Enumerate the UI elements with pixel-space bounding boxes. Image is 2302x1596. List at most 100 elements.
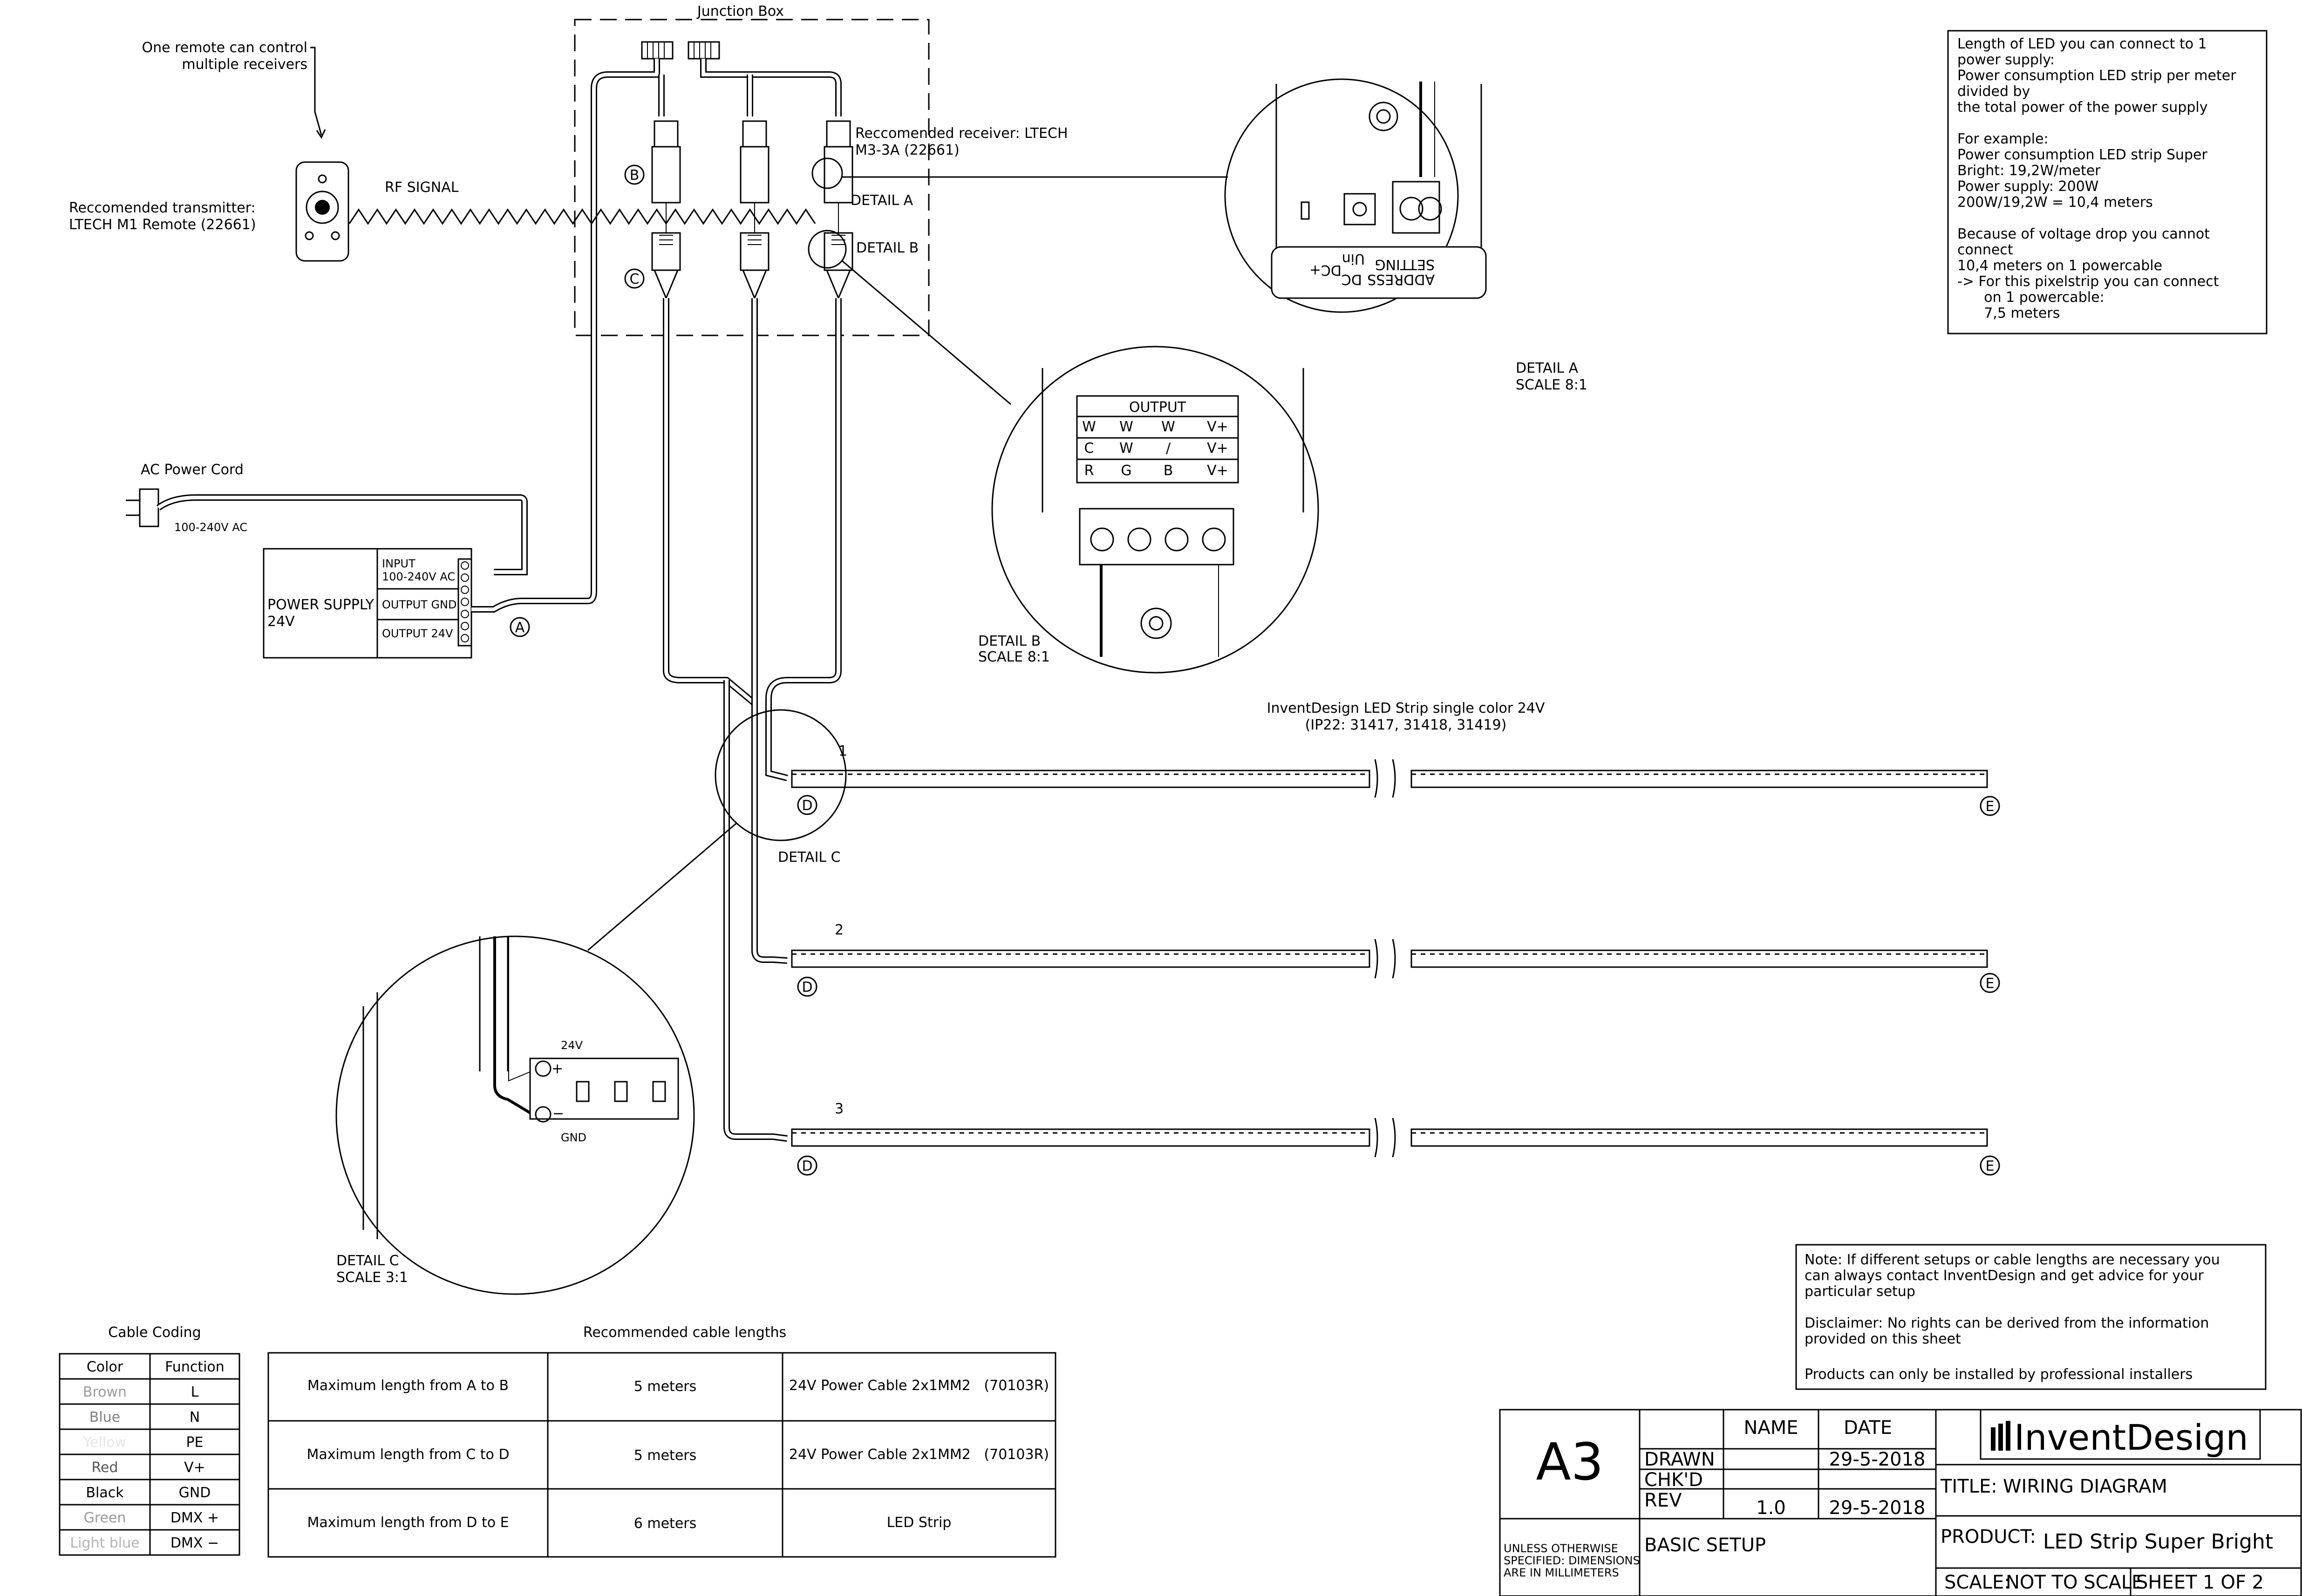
svg-text:7,5 meters: 7,5 meters <box>1957 305 2060 321</box>
remote-note-line1: One remote can control <box>142 40 307 56</box>
power-supply-line2: 24V <box>267 614 295 630</box>
cable-coding-table: Cable Coding Color Function Brown L Blue… <box>59 1324 240 1556</box>
title-block-scale: NOT TO SCALE <box>2006 1572 2143 1593</box>
led-strips: InventDesign LED Strip single color 24V … <box>791 700 2000 1176</box>
detail-c-scale: SCALE 3:1 <box>336 1269 408 1286</box>
junction-box-title: Junction Box <box>696 3 784 20</box>
cable-function-gnd: GND <box>179 1485 211 1501</box>
title-block-drawn-date: 29-5-2018 <box>1829 1449 1925 1470</box>
cable-length-type-c-d: 24V Power Cable 2x1MM2 (70103R) <box>789 1446 1049 1463</box>
cable-length-value-a-b: 5 meters <box>634 1378 697 1395</box>
detail-a-vin: Uin <box>1342 251 1365 267</box>
marker-e-2: E <box>1986 975 1995 992</box>
junction-box: Junction Box <box>574 3 1068 671</box>
svg-text:V+: V+ <box>1207 463 1228 479</box>
ac-power-label: AC Power Cord <box>141 462 244 478</box>
remote-note-line2: multiple receivers <box>182 56 307 73</box>
svg-text:provided on this sheet: provided on this sheet <box>1805 1331 1961 1347</box>
cable-lengths-table: Recommended cable lengths Maximum length… <box>267 1324 1056 1558</box>
svg-text:W: W <box>1119 419 1133 435</box>
title-block-product: LED Strip Super Bright <box>2043 1530 2273 1554</box>
cable-color-brown: Brown <box>83 1384 127 1400</box>
svg-text:W: W <box>1082 419 1096 435</box>
cable-function-dmx-minus: DMX − <box>170 1535 219 1551</box>
detail-c-gnd: GND <box>561 1131 586 1144</box>
note-box: Note: If different setups or cable lengt… <box>1795 1244 2267 1390</box>
svg-text:Power consumption LED strip Su: Power consumption LED strip Super <box>1957 147 2208 163</box>
marker-e-3: E <box>1986 1158 1995 1174</box>
power-supply-out-gnd: OUTPUT GND <box>382 598 456 611</box>
strip-cables <box>663 670 842 1142</box>
transmitter-line1: Reccomended transmitter: <box>69 200 256 216</box>
detail-a-address: ADDRESS <box>1367 271 1435 287</box>
svg-text:-> For this pixelstrip you can: -> For this pixelstrip you can connect <box>1957 273 2219 290</box>
svg-text:on 1 powercable:: on 1 powercable: <box>1957 289 2104 306</box>
transmitter-line2: LTECH M1 Remote (22661) <box>69 217 256 233</box>
power-supply-input2: 100-240V AC <box>382 570 455 583</box>
cable-length-desc-a-b: Maximum length from A to B <box>307 1378 509 1394</box>
svg-text:power supply:: power supply: <box>1957 52 2055 68</box>
marker-e-1: E <box>1986 798 1995 815</box>
svg-text:W: W <box>1161 419 1175 435</box>
power-supply: POWER SUPPLY 24V INPUT 100-240V AC OUTPU… <box>263 335 597 659</box>
cable-lengths-title: Recommended cable lengths <box>583 1324 786 1341</box>
title-block-setup: BASIC SETUP <box>1644 1535 1766 1556</box>
svg-text:connect: connect <box>1957 242 2013 258</box>
led-strip-3: 3 D E <box>791 1101 2000 1176</box>
strip-number-2: 2 <box>835 922 844 938</box>
cable-color-light-blue: Light blue <box>70 1535 139 1551</box>
title-block-logo: InventDesign <box>2014 1417 2248 1458</box>
title-block-sheet: SHEET 1 OF 2 <box>2136 1572 2264 1593</box>
cable-coding-title: Cable Coding <box>108 1324 201 1341</box>
led-strip-1: 1 D E <box>791 743 2000 816</box>
detail-a-view: ADDRESS SETTING DC DC+ Uin DETAIL A SCAL… <box>841 78 1587 393</box>
cable-length-type-a-b: 24V Power Cable 2x1MM2 (70103R) <box>789 1378 1049 1394</box>
title-block-rev-name: 1.0 <box>1756 1497 1786 1519</box>
rf-signal-wave <box>348 208 816 225</box>
svg-text:divided by: divided by <box>1957 83 2030 100</box>
receivers <box>651 120 853 300</box>
power-supply-line1: POWER SUPPLY <box>267 597 375 613</box>
title-block-rev: REV <box>1644 1490 1682 1511</box>
title-block-date-header: DATE <box>1844 1417 1892 1439</box>
svg-text:Products can only be installed: Products can only be installed by profes… <box>1805 1366 2193 1383</box>
cable-color-red: Red <box>92 1460 118 1476</box>
led-strip-title: InventDesign LED Strip single color 24V <box>1267 700 1545 716</box>
receiver-line2: M3-3A (22661) <box>855 142 960 158</box>
marker-b: B <box>630 167 640 184</box>
cable-color-green: Green <box>84 1510 126 1526</box>
cable-function-pe: PE <box>186 1434 203 1451</box>
svg-text:V+: V+ <box>1207 440 1228 457</box>
svg-text:B: B <box>1164 463 1173 479</box>
title-block-title-label: TITLE: <box>1940 1476 1997 1497</box>
svg-text:R: R <box>1084 463 1094 479</box>
detail-b-view: OUTPUT W W W V+ C W / V+ R G B V+ DETAIL… <box>842 260 1319 674</box>
cable-function-n: N <box>190 1409 200 1425</box>
cable-color-yellow: Yellow <box>83 1434 126 1451</box>
cable-length-value-d-e: 6 meters <box>634 1515 697 1532</box>
detail-b-title: DETAIL B <box>978 633 1041 649</box>
detail-a-label: DETAIL A <box>851 192 913 209</box>
svg-text:200W/19,2W = 10,4 meters: 200W/19,2W = 10,4 meters <box>1957 194 2153 211</box>
title-block-drawn: DRAWN <box>1644 1449 1715 1470</box>
title-block: A3 NAME DATE DRAWN 29-5-2018 CHK'D REV 1… <box>1499 1409 2302 1596</box>
info-box: Length of LED you can connect to 1 power… <box>1947 30 2268 334</box>
power-supply-input1: INPUT <box>382 557 415 570</box>
svg-text:Note: If different setups or c: Note: If different setups or cable lengt… <box>1805 1252 2220 1268</box>
cable-function-dmx-plus: DMX + <box>170 1510 219 1526</box>
ac-power-voltage: 100-240V AC <box>174 521 247 534</box>
title-block-units3: ARE IN MILLIMETERS <box>1504 1566 1619 1579</box>
cable-length-desc-d-e: Maximum length from D to E <box>307 1514 509 1531</box>
detail-c-minus: − <box>552 1105 564 1122</box>
svg-text:Power supply: 200W: Power supply: 200W <box>1957 178 2098 195</box>
svg-text:Disclaimer: No rights can be d: Disclaimer: No rights can be derived fro… <box>1805 1315 2209 1331</box>
title-block-name-header: NAME <box>1744 1417 1798 1439</box>
title-block-chkd: CHK'D <box>1644 1469 1703 1491</box>
title-block-product-label: PRODUCT: <box>1941 1526 2036 1548</box>
cable-color-black: Black <box>86 1485 124 1501</box>
cable-color-blue: Blue <box>89 1409 120 1425</box>
svg-text:Because of voltage drop you ca: Because of voltage drop you cannot <box>1957 226 2210 242</box>
detail-a-scale: SCALE 8:1 <box>1516 377 1587 393</box>
detail-a-setting: SETTING <box>1375 256 1435 273</box>
cable-coding-header-function: Function <box>165 1359 225 1375</box>
